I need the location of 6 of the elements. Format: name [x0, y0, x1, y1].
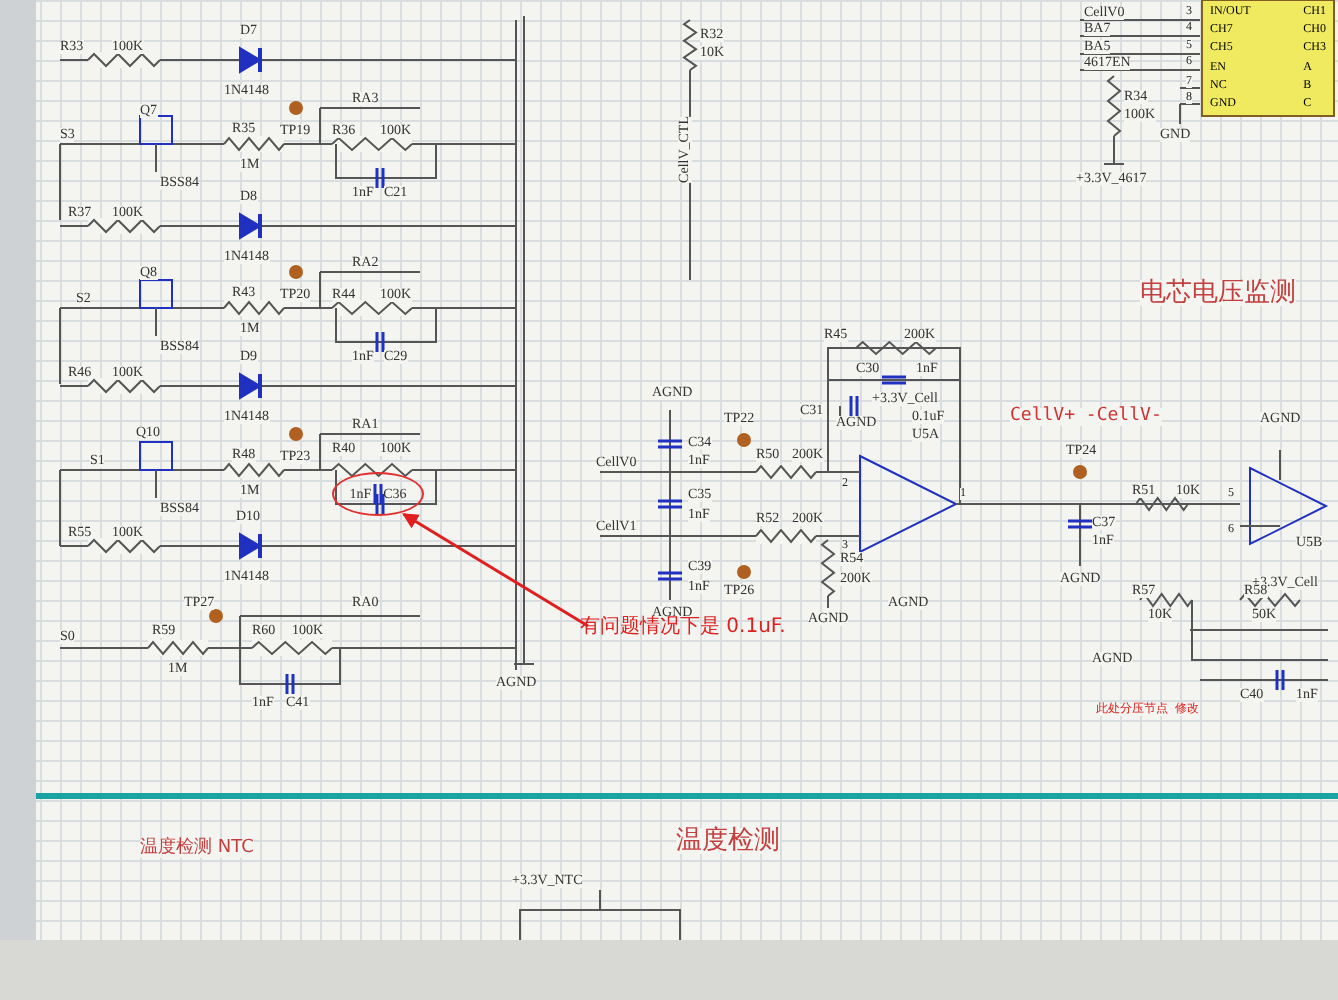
- section-title: 温度检测: [676, 828, 780, 854]
- note-text: CellV+ -CellV-: [1010, 408, 1162, 426]
- section-title: 温度检测 NTC: [140, 840, 254, 858]
- arrow: [402, 512, 589, 628]
- section-title: 电芯电压监测: [1140, 280, 1296, 306]
- highlight-ellipse: [332, 472, 424, 516]
